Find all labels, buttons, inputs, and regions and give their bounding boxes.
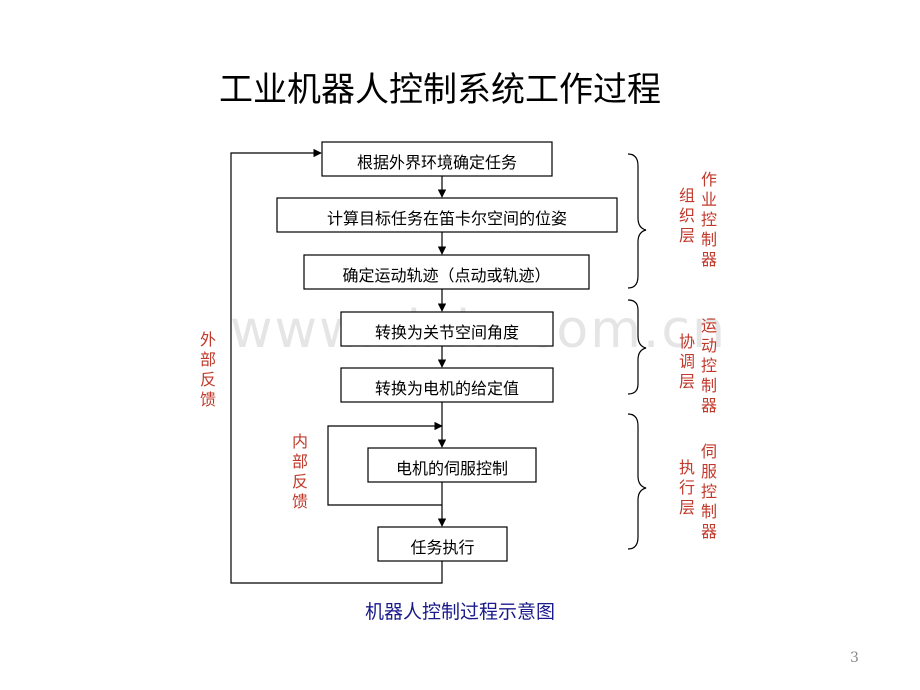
diagram-caption: 机器人控制过程示意图 bbox=[364, 601, 555, 623]
step-box-5 bbox=[340, 367, 554, 403]
step-text-6: 电机的伺服控制 bbox=[395, 459, 508, 478]
brace-middle bbox=[627, 299, 647, 395]
layer-3-name: 执行层 bbox=[678, 458, 695, 517]
step-box-6 bbox=[367, 447, 537, 483]
outer-feedback-loop bbox=[230, 148, 443, 584]
inner-feedback-loop bbox=[327, 421, 443, 506]
layer-2-name: 协调层 bbox=[678, 332, 695, 391]
layer-3-controller: 伺服控制器 bbox=[700, 442, 717, 541]
step-text-2: 计算目标任务在笛卡尔空间的位姿 bbox=[326, 209, 567, 228]
page-number: 3 bbox=[850, 650, 859, 666]
inner-feedback-label: 内部反馈 bbox=[291, 432, 308, 511]
step-box-7 bbox=[377, 526, 508, 562]
page-title: 工业机器人控制系统工作过程 bbox=[219, 70, 661, 110]
step-box-4 bbox=[340, 311, 554, 347]
layer-2-controller: 运动控制器 bbox=[700, 316, 717, 415]
step-text-5: 转换为电机的给定值 bbox=[374, 379, 519, 398]
step-text-3: 确定运动轨迹（点动或轨迹） bbox=[342, 266, 551, 285]
step-text-4: 转换为关节空间角度 bbox=[374, 323, 519, 342]
step-text-1: 根据外界环境确定任务 bbox=[356, 153, 517, 172]
brace-top bbox=[627, 153, 647, 289]
step-box-3 bbox=[303, 254, 590, 290]
outer-feedback-label: 外部反馈 bbox=[199, 330, 216, 409]
step-box-2 bbox=[276, 197, 618, 233]
layer-1-name: 组织层 bbox=[678, 186, 695, 245]
step-text-7: 任务执行 bbox=[410, 538, 475, 557]
brace-bottom bbox=[627, 413, 647, 550]
step-box-1 bbox=[321, 141, 553, 177]
layer-1-controller: 作业控制器 bbox=[700, 170, 717, 269]
